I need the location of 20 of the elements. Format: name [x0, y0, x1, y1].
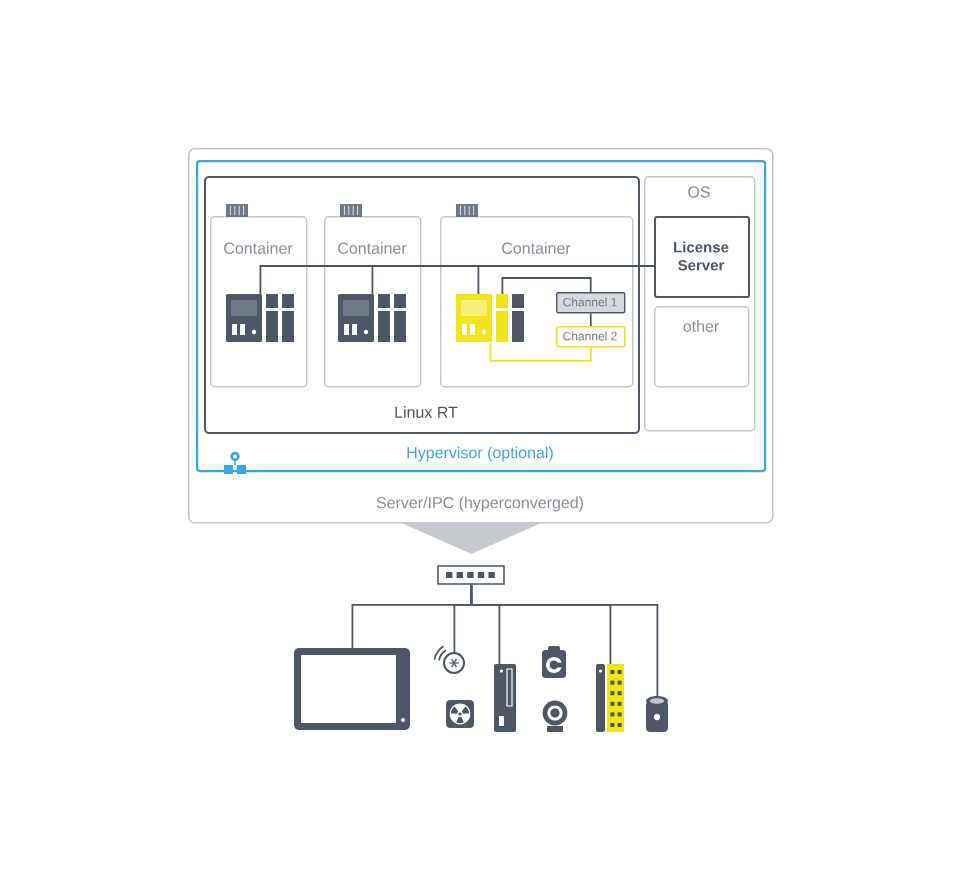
camera-icon [542, 646, 566, 678]
other-box: other [654, 306, 750, 388]
fan-icon [446, 700, 474, 728]
connector-line [470, 583, 659, 697]
network-switch-icon [437, 565, 505, 585]
io-module-icon [596, 664, 624, 732]
wireless-sensor-icon [443, 652, 465, 674]
connector-line [477, 265, 655, 295]
controller-icon [338, 294, 406, 342]
container-box: Container [324, 216, 422, 388]
cylinder-icon [646, 696, 668, 732]
tablet-icon [294, 648, 410, 730]
connector-line [589, 312, 592, 327]
container-box: Container [210, 216, 308, 388]
connector-line [489, 341, 592, 362]
controller-icon [226, 294, 294, 342]
controller-icon [456, 294, 524, 342]
webcam-icon [542, 700, 568, 732]
device-icon [494, 664, 516, 732]
connector-line [501, 277, 592, 295]
